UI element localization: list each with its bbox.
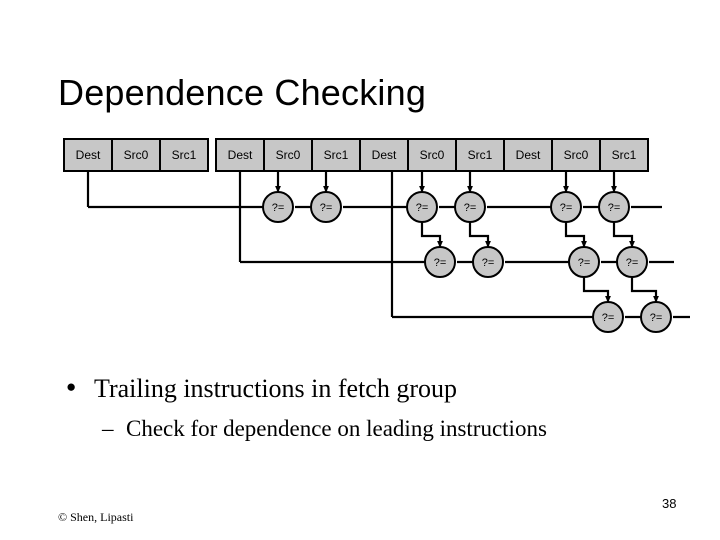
comparator-r2-c4[interactable]: ?=	[616, 246, 648, 278]
field-box-src0[interactable]	[111, 138, 161, 172]
field-box-src0[interactable]	[407, 138, 457, 172]
instruction-group-2: Dest Src0 Src1	[359, 138, 505, 172]
field-label-src0: Src0	[420, 148, 445, 162]
instruction-group-3: Dest Src0 Src1	[503, 138, 649, 172]
field-label-src1: Src1	[468, 148, 493, 162]
comparator-label: ?=	[560, 202, 573, 214]
field-label-dest: Dest	[76, 148, 101, 162]
field-box-src1[interactable]	[455, 138, 505, 172]
comparator-row-2: ?= ?= ?= ?=	[424, 246, 648, 278]
comparator-label: ?=	[272, 202, 285, 214]
comparator-r1-c4[interactable]: ?=	[454, 191, 486, 223]
field-label-src0: Src0	[564, 148, 589, 162]
instruction-group-1: Dest Src0 Src1	[215, 138, 361, 172]
comparator-label: ?=	[602, 312, 615, 324]
instruction-box-row: Dest Src0 Src1 Dest Src0 Src1 Dest Src0	[63, 138, 649, 172]
comparator-row-3: ?= ?=	[592, 301, 672, 333]
comparator-r2-c2[interactable]: ?=	[472, 246, 504, 278]
bullet-text: Trailing instructions in fetch group	[94, 374, 458, 403]
field-label-src1: Src1	[172, 148, 197, 162]
comparator-r1-c5[interactable]: ?=	[550, 191, 582, 223]
bullet-list: ● Trailing instructions in fetch group –…	[58, 374, 698, 441]
field-box-dest[interactable]	[215, 138, 265, 172]
field-box-dest[interactable]	[503, 138, 553, 172]
bullet-marker-dash: –	[102, 415, 114, 441]
field-label-src1: Src1	[612, 148, 637, 162]
comparator-r2-c1[interactable]: ?=	[424, 246, 456, 278]
wire-r2c3-to-r3c1	[582, 277, 611, 303]
wire-layer	[86, 171, 690, 320]
field-box-src1[interactable]	[159, 138, 209, 172]
comparator-r1-c6[interactable]: ?=	[598, 191, 630, 223]
field-label-src0: Src0	[124, 148, 149, 162]
comparator-row-1: ?= ?= ?= ?= ?= ?=	[262, 191, 630, 223]
comparator-label: ?=	[578, 257, 591, 269]
instruction-group-0: Dest Src0 Src1	[63, 138, 209, 172]
field-box-src0[interactable]	[551, 138, 601, 172]
wire-r1c4-to-r2c2	[468, 222, 491, 248]
comparator-label: ?=	[608, 202, 621, 214]
copyright-notice: © Shen, Lipasti	[58, 510, 134, 524]
dependence-checking-diagram: Dest Src0 Src1 Dest Src0 Src1 Dest Src0	[63, 138, 690, 333]
wire-r1c3-to-r2c1	[420, 222, 443, 248]
comparator-r3-c2[interactable]: ?=	[640, 301, 672, 333]
comparator-r1-c2[interactable]: ?=	[310, 191, 342, 223]
field-label-src1: Src1	[324, 148, 349, 162]
bullet-marker-disc: ●	[66, 377, 77, 396]
wire-r2c4-to-r3c2	[630, 277, 659, 303]
wire-r1c5-to-r2c3	[564, 222, 587, 248]
comparator-r1-c1[interactable]: ?=	[262, 191, 294, 223]
field-box-src1[interactable]	[599, 138, 649, 172]
field-box-src1[interactable]	[311, 138, 361, 172]
field-label-src0: Src0	[276, 148, 301, 162]
comparator-label: ?=	[464, 202, 477, 214]
field-label-dest: Dest	[228, 148, 253, 162]
field-label-dest: Dest	[372, 148, 397, 162]
comparator-r1-c3[interactable]: ?=	[406, 191, 438, 223]
bullet-item-level2: – Check for dependence on leading instru…	[58, 416, 698, 441]
field-box-dest[interactable]	[63, 138, 113, 172]
comparator-label: ?=	[482, 257, 495, 269]
page-number: 38	[662, 496, 677, 511]
wire-r1c6-to-r2c4	[612, 222, 635, 248]
comparator-label: ?=	[650, 312, 663, 324]
comparator-label: ?=	[416, 202, 429, 214]
bullet-text: Check for dependence on leading instruct…	[126, 415, 547, 441]
field-label-dest: Dest	[516, 148, 541, 162]
comparator-label: ?=	[320, 202, 333, 214]
comparator-r2-c3[interactable]: ?=	[568, 246, 600, 278]
comparator-r3-c1[interactable]: ?=	[592, 301, 624, 333]
bullet-item-level1: ● Trailing instructions in fetch group	[58, 374, 698, 404]
comparator-label: ?=	[434, 257, 447, 269]
page-title: Dependence Checking	[58, 72, 427, 113]
comparator-label: ?=	[626, 257, 639, 269]
